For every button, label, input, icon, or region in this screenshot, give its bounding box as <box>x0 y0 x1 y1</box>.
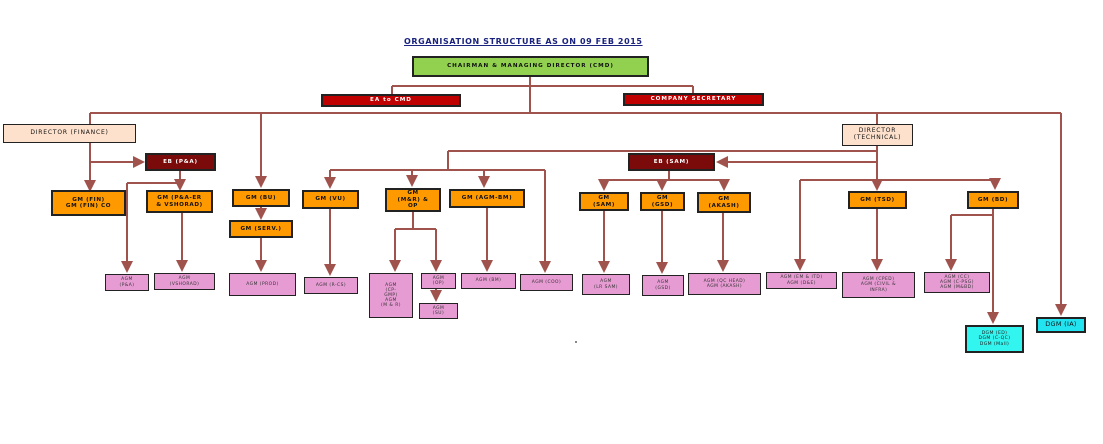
node-dgm-ia: DGM (IA) <box>1036 317 1086 333</box>
node-agm-coo: AGM (COO) <box>520 274 573 291</box>
node-cmd: CHAIRMAN & MANAGING DIRECTOR (CMD) <box>412 56 649 77</box>
node-agm-prod: AGM (PROD) <box>229 273 296 296</box>
node-gm-bu: GM (BU) <box>232 189 290 207</box>
node-gm-mr-op: GM (M&R) & OP <box>385 188 441 212</box>
stray-dot <box>575 341 577 343</box>
node-gm-akash: GM (AKASH) <box>697 192 751 213</box>
node-director-technical: DIRECTOR (TECHNICAL) <box>842 124 913 146</box>
node-agm-bm: AGM (BM) <box>461 273 516 289</box>
node-agm-cped: AGM (CPED) AGM (CIVIL & INFRA) <box>842 272 915 298</box>
node-agm-cp-gmp: AGM (CP- GMP) AGM (M & R) <box>369 273 413 318</box>
node-gm-pa-er: GM (P&A-ER & VSHORAD) <box>146 190 213 213</box>
node-gm-sam: GM (SAM) <box>579 192 629 211</box>
node-director-finance: DIRECTOR (FINANCE) <box>3 124 136 143</box>
node-agm-op: AGM (OP) <box>421 273 456 289</box>
node-gm-agm-bm: GM (AGM-BM) <box>449 189 525 208</box>
node-agm-lr-sam: AGM (LR SAM) <box>582 274 630 295</box>
node-eb-sam: EB (SAM) <box>628 153 715 171</box>
node-ea-to-cmd: EA to CMD <box>321 94 461 107</box>
chart-title: ORGANISATION STRUCTURE AS ON 09 FEB 2015 <box>404 37 643 46</box>
node-agm-cc: AGM (CC) AGM (C-PSG) AGM (M&BD) <box>924 272 990 293</box>
node-agm-pa: AGM (P&A) <box>105 274 149 291</box>
node-agm-vshorad: AGM (VSHORAD) <box>154 273 215 290</box>
node-company-secretary: COMPANY SECRETARY <box>623 93 764 106</box>
node-eb-pa: EB (P&A) <box>145 153 216 171</box>
node-dgm-ed: DGM (ED) DGM (C-QC) DGM (Mall) <box>965 325 1024 353</box>
node-gm-gsd: GM (GSD) <box>640 192 685 211</box>
node-gm-bd: GM (BD) <box>967 191 1019 209</box>
node-gm-fin: GM (FIN) GM (FIN) CO <box>51 190 126 216</box>
node-gm-serv: GM (SERV.) <box>229 220 293 238</box>
node-gm-tsd: GM (TSD) <box>848 191 907 209</box>
node-agm-gsd: AGM (GSD) <box>642 275 684 296</box>
node-agm-rcs: AGM (R-CS) <box>304 277 358 294</box>
node-gm-vu: GM (VU) <box>302 190 359 209</box>
node-agm-qc-akash: AGM (QC HEAD) AGM (AKASH) <box>688 273 761 295</box>
node-agm-em-itd: AGM (EM & ITD) AGM (D&E) <box>766 272 837 289</box>
node-agm-su: AGM (SU) <box>419 303 458 319</box>
